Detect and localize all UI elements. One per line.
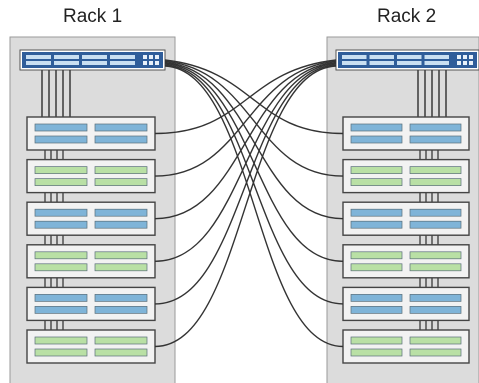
rack-1-server-2 — [26, 158, 156, 203]
cable-rack2-switch-to-rack1-server-2 — [154, 60, 337, 177]
rack-1-server-5 — [26, 286, 156, 330]
rack-1-server-6 — [26, 329, 156, 364]
rack-2 — [326, 36, 479, 383]
cable-rack2-switch-to-rack1-server-4 — [154, 62, 337, 262]
cable-rack1-switch-to-rack2-server-1 — [164, 59, 344, 135]
rack-1-server-4 — [26, 244, 156, 288]
rack-2-server-4 — [342, 244, 470, 288]
rack-1 — [9, 36, 176, 383]
cable-rack2-switch-to-rack1-server-5 — [154, 64, 337, 305]
rack-2-server-5 — [342, 286, 470, 330]
rack-2-switch — [335, 49, 479, 71]
rack-1-server-1 — [26, 116, 156, 160]
cable-rack1-switch-to-rack2-server-3 — [164, 61, 344, 220]
cable-rack1-switch-to-rack2-server-6 — [164, 65, 344, 348]
rack-1-label: Rack 1 — [63, 6, 123, 27]
rack-2-server-6 — [342, 329, 470, 364]
rack-2-server-1 — [342, 116, 470, 160]
rack-2-server-2 — [342, 158, 470, 203]
rack-2-label: Rack 2 — [377, 6, 437, 27]
cable-rack1-switch-to-rack2-server-5 — [164, 64, 344, 305]
cable-rack1-switch-to-rack2-server-2 — [164, 60, 344, 177]
rack-1-switch — [19, 49, 166, 71]
cable-rack1-switch-to-rack2-server-4 — [164, 62, 344, 262]
rack-2-server-3 — [342, 201, 470, 245]
cross-connect-cables — [154, 59, 344, 348]
cable-rack2-switch-to-rack1-server-3 — [154, 61, 337, 220]
cable-rack2-switch-to-rack1-server-1 — [154, 59, 337, 135]
cable-rack2-switch-to-rack1-server-6 — [154, 65, 337, 348]
rack-1-server-3 — [26, 201, 156, 245]
